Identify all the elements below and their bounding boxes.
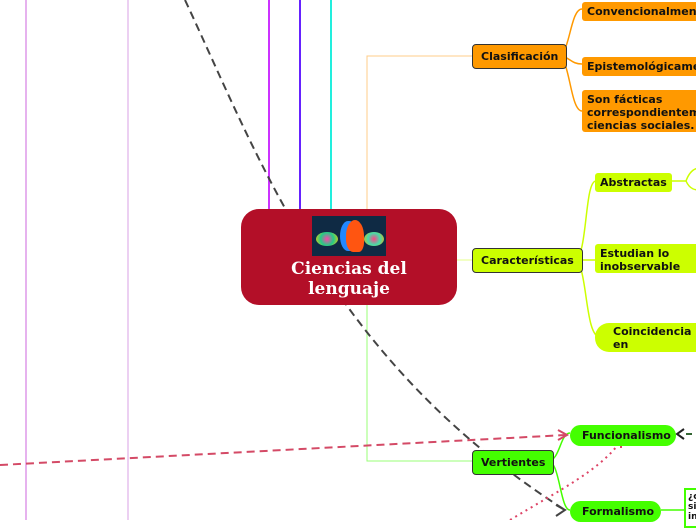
dotted-relation (509, 441, 621, 520)
dashed-relation (0, 434, 567, 466)
subtopic[interactable]: Estudian lo inobservable necesario (595, 244, 696, 273)
link-vertientes (366, 305, 472, 462)
central-title: Ciencias del lenguaje (291, 259, 407, 299)
subtopic-funcionalismo[interactable]: Funcionalismo (570, 425, 676, 446)
subtopic[interactable]: Epistemológicamente (582, 57, 696, 76)
subtopic[interactable]: Convencionalmente (582, 2, 696, 21)
topic-clasificacion[interactable]: Clasificación (472, 44, 568, 69)
central-topic[interactable]: Ciencias del lenguaje (241, 209, 457, 305)
link-clasificacion (366, 55, 472, 210)
topic-vertientes[interactable]: Vertientes (472, 450, 555, 475)
language-heads-image (312, 216, 386, 256)
topic-caracteristicas[interactable]: Características (472, 248, 583, 273)
subtopic-formalismo[interactable]: Formalismo (570, 501, 661, 522)
formalismo-note[interactable]: ¿c si in (684, 488, 696, 528)
subtopic[interactable]: Son fácticas correspondientemente cienci… (582, 90, 696, 132)
arrow-icon (675, 428, 685, 440)
subtopic[interactable]: Abstractas (595, 173, 672, 192)
subtopic[interactable]: Coincidencia en instrumento (595, 323, 696, 352)
